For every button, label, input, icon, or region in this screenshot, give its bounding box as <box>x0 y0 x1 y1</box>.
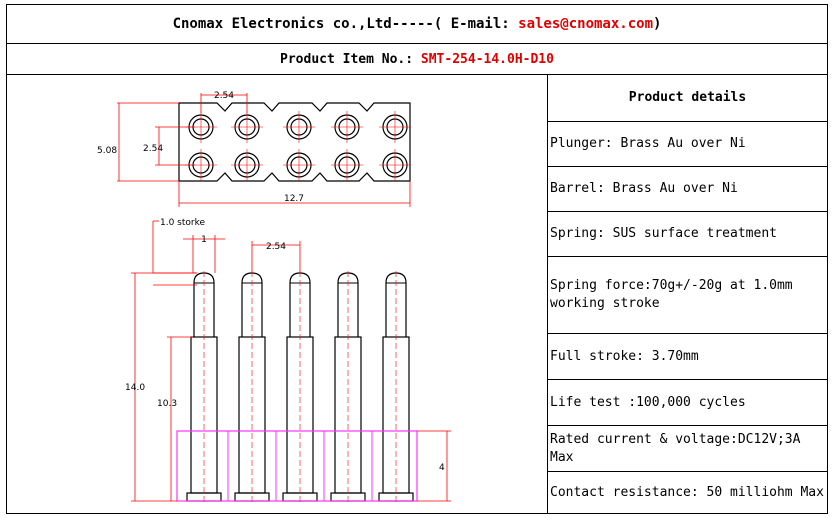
company-text: Cnomax Electronics co.,Ltd-----( E-mail: <box>172 16 519 32</box>
top-height-label: 5.08 <box>97 146 117 156</box>
side-pitch-label: 2.54 <box>266 242 286 252</box>
detail-row-contact-resistance: Contact resistance: 50 milliohm Max <box>550 484 824 500</box>
product-item-label: Product Item No.: <box>280 51 421 67</box>
spec-sheet: Cnomax Electronics co.,Ltd-----( E-mail:… <box>6 4 828 514</box>
company-header: Cnomax Electronics co.,Ltd-----( E-mail:… <box>7 5 827 44</box>
base-height-label: 4 <box>439 463 445 473</box>
pogo-pin <box>330 271 366 505</box>
base-housing <box>176 430 418 502</box>
pin-holes <box>185 111 411 181</box>
pogo-pin <box>378 271 414 505</box>
detail-row-plunger: Plunger: Brass Au over Ni <box>548 122 827 167</box>
drawing-canvas: 2.54 5.08 2.54 <box>97 91 451 505</box>
pin-hole <box>283 111 315 143</box>
housing-outline <box>178 102 411 182</box>
pin-hole <box>379 149 411 181</box>
pin-hole <box>231 111 263 143</box>
pogo-pins <box>186 271 414 505</box>
total-height-label: 14.0 <box>125 383 145 393</box>
pin-hole <box>379 111 411 143</box>
detail-row-life-test: Life test :100,000 cycles <box>548 380 827 426</box>
pin-hole <box>283 149 315 181</box>
product-item-row: Product Item No.: SMT-254-14.0H-D10 <box>7 44 827 75</box>
top-pitch-dimension: 2.54 <box>200 91 248 113</box>
pogo-pin <box>234 271 270 505</box>
pin-hole <box>331 149 363 181</box>
detail-row-spring: Spring: SUS surface treatment <box>548 212 827 257</box>
header-close: ) <box>653 16 662 32</box>
top-height-dimension: 5.08 <box>97 102 179 182</box>
product-details-table: Product details Plunger: Brass Au over N… <box>548 75 827 513</box>
email-link[interactable]: sales@cnomax.com <box>518 16 653 32</box>
top-row-pitch-dimension: 2.54 <box>143 126 195 166</box>
body-height-dimension: 10.3 <box>157 336 193 501</box>
base-height-dimension: 4 <box>417 430 451 502</box>
detail-row-barrel: Barrel: Brass Au over Ni <box>548 167 827 212</box>
detail-row-full-stroke: Full stroke: 3.70mm <box>548 334 827 380</box>
top-view: 2.54 5.08 2.54 <box>97 91 411 207</box>
top-pitch-label: 2.54 <box>214 91 234 101</box>
pin-hole <box>331 111 363 143</box>
tip-width-label: 1 <box>201 235 207 245</box>
top-row-pitch-label: 2.54 <box>143 144 163 154</box>
pogo-pin <box>186 271 222 505</box>
pin-hole <box>231 149 263 181</box>
body-height-label: 10.3 <box>157 399 177 409</box>
top-width-label: 12.7 <box>284 194 304 204</box>
pogo-pin <box>282 271 318 505</box>
side-pitch-dimension: 2.54 <box>251 241 301 273</box>
top-width-dimension: 12.7 <box>178 181 411 207</box>
detail-row-rated-current: Rated current & voltage:DC12V;3A Max <box>548 426 827 472</box>
total-height-dimension: 14.0 <box>125 272 197 502</box>
product-item-number: SMT-254-14.0H-D10 <box>420 51 554 67</box>
stroke-label: 1.0 storke <box>160 218 205 228</box>
details-title: Product details <box>548 75 827 122</box>
side-view: 1.0 storke 1 2.54 <box>125 218 451 505</box>
detail-row-spring-force: Spring force:70g+/-20g at 1.0mm working … <box>548 257 827 334</box>
technical-drawing: 2.54 5.08 2.54 <box>7 75 548 513</box>
tip-width-dimension: 1 <box>183 235 225 273</box>
base-dividers <box>227 431 373 501</box>
